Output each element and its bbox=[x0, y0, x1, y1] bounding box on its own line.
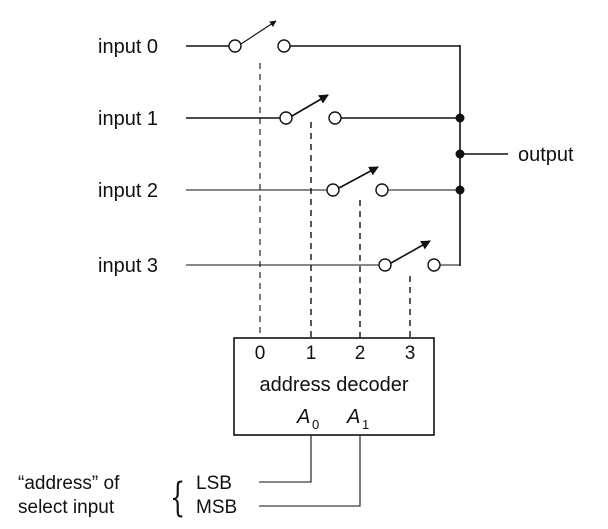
switch-2 bbox=[326, 166, 389, 197]
lsb-label: LSB bbox=[196, 473, 232, 494]
decoder-title: address decoder bbox=[260, 374, 409, 396]
address-bit-1-subscript: 1 bbox=[362, 417, 369, 432]
lsb-wire bbox=[259, 435, 312, 483]
decoder-output-0: 0 bbox=[255, 343, 266, 364]
switch-3 bbox=[378, 240, 441, 272]
input-1-label: input 1 bbox=[98, 108, 158, 130]
output-label: output bbox=[518, 144, 574, 166]
address-bit-0-label: A bbox=[296, 406, 310, 428]
decoder-output-2: 2 bbox=[355, 343, 366, 364]
address-bit-0-subscript: 0 bbox=[312, 417, 319, 432]
switch-1 bbox=[279, 94, 342, 125]
address-decoder-box bbox=[233, 337, 435, 436]
switch-0 bbox=[228, 20, 291, 53]
input-3-label: input 3 bbox=[98, 255, 158, 277]
msb-label: MSB bbox=[196, 497, 237, 518]
input-2-label: input 2 bbox=[98, 180, 158, 202]
junction-dot bbox=[455, 149, 465, 159]
input-0-label: input 0 bbox=[98, 36, 158, 58]
brace: { bbox=[170, 473, 185, 520]
junction-dot bbox=[455, 185, 465, 195]
msb-wire bbox=[259, 435, 361, 507]
decoder-output-1: 1 bbox=[306, 343, 317, 364]
decoder-output-3: 3 bbox=[405, 343, 416, 364]
junction-dot bbox=[455, 113, 465, 123]
address-bit-1-label: A bbox=[346, 406, 360, 428]
address-caption-line1: “address” of bbox=[18, 473, 120, 494]
address-caption-line2: select input bbox=[18, 497, 115, 518]
